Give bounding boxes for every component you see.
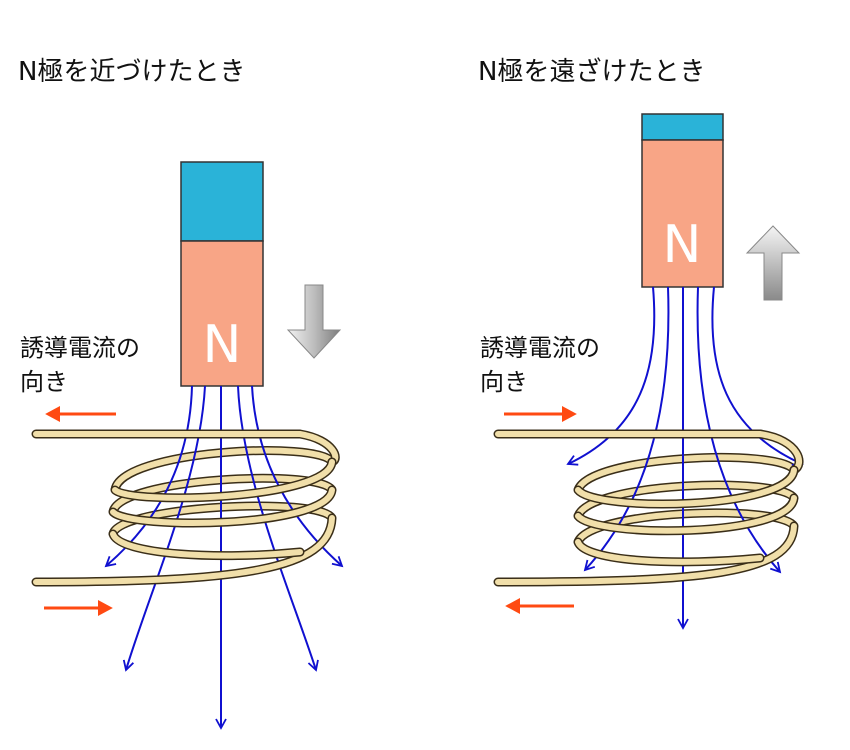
right-magnet: N — [641, 113, 724, 288]
left-magnet-south-half — [180, 161, 264, 242]
left-current-label-line1: 誘導電流の — [20, 334, 140, 362]
right-current-label-line2: 向き — [480, 368, 528, 396]
left-current-label-line2: 向き — [20, 368, 68, 396]
left-magnet-north-half — [180, 240, 264, 387]
right-magnet-pole-label: N — [663, 215, 702, 275]
left-panel: N極を近づけたとき N 誘導電流の 向き — [18, 57, 344, 730]
left-field-line — [104, 385, 193, 568]
right-field-line — [583, 286, 670, 572]
right-magnet-south-half — [641, 113, 724, 141]
left-field-line — [122, 385, 206, 672]
left-magnet: N — [180, 161, 264, 387]
right-field-lines — [566, 286, 804, 630]
right-coil-front — [493, 429, 804, 587]
right-panel: N極を遠ざけたとき N 誘導電流の 向き — [478, 57, 804, 630]
left-field-line — [237, 385, 319, 672]
right-coil-back — [573, 452, 798, 545]
right-title: N極を遠ざけたとき — [478, 57, 705, 87]
left-coil-front — [31, 429, 340, 587]
right-current-label-line1: 誘導電流の — [480, 334, 600, 362]
right-field-line — [566, 286, 656, 466]
left-title: N極を近づけたとき — [18, 57, 245, 87]
up-motion-arrow-icon — [745, 225, 801, 301]
left-magnet-pole-label: N — [203, 315, 242, 375]
left-coil-back — [108, 446, 336, 537]
right-field-line — [696, 286, 782, 574]
down-motion-arrow-icon — [286, 284, 342, 359]
right-field-line — [711, 286, 804, 466]
right-magnet-north-half — [641, 139, 724, 288]
